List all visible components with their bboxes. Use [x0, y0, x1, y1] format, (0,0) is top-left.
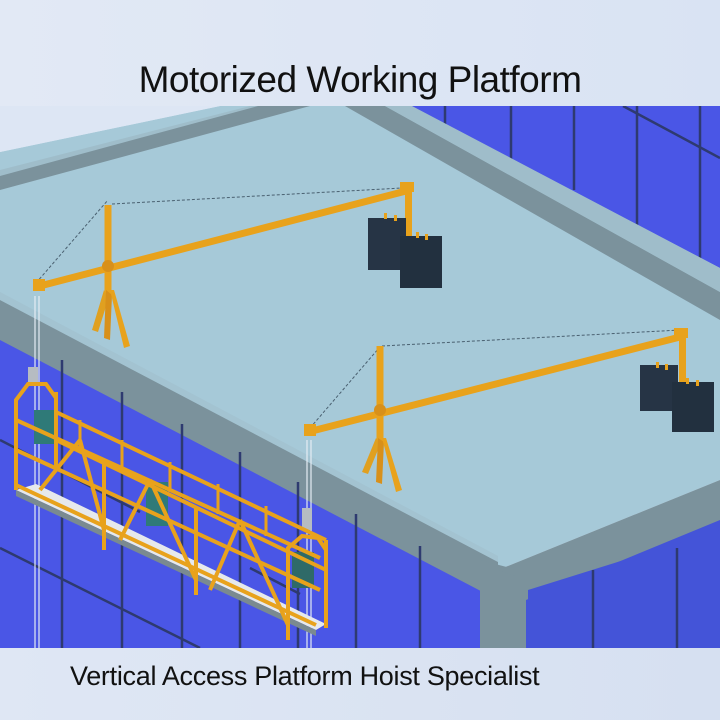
suspension-boom-2: [304, 328, 688, 492]
title-banner: [0, 0, 720, 106]
parapet-front-left: [0, 300, 498, 600]
roof-slab: [0, 106, 720, 570]
gondola-platform: [14, 367, 328, 640]
suspension-boom-1: [33, 182, 414, 348]
hoist-motor-left: [34, 410, 56, 444]
page-subtitle: Vertical Access Platform Hoist Specialis…: [70, 661, 540, 691]
parapet-right: [345, 106, 720, 320]
subtitle-banner: [0, 648, 720, 720]
counterweight-2: [640, 362, 714, 432]
platform-illustration: [0, 104, 720, 650]
corner-column: [480, 560, 526, 648]
wire-ropes: [34, 296, 312, 648]
counterweight-1: [368, 213, 442, 288]
page-title: Motorized Working Platform: [138, 59, 582, 100]
